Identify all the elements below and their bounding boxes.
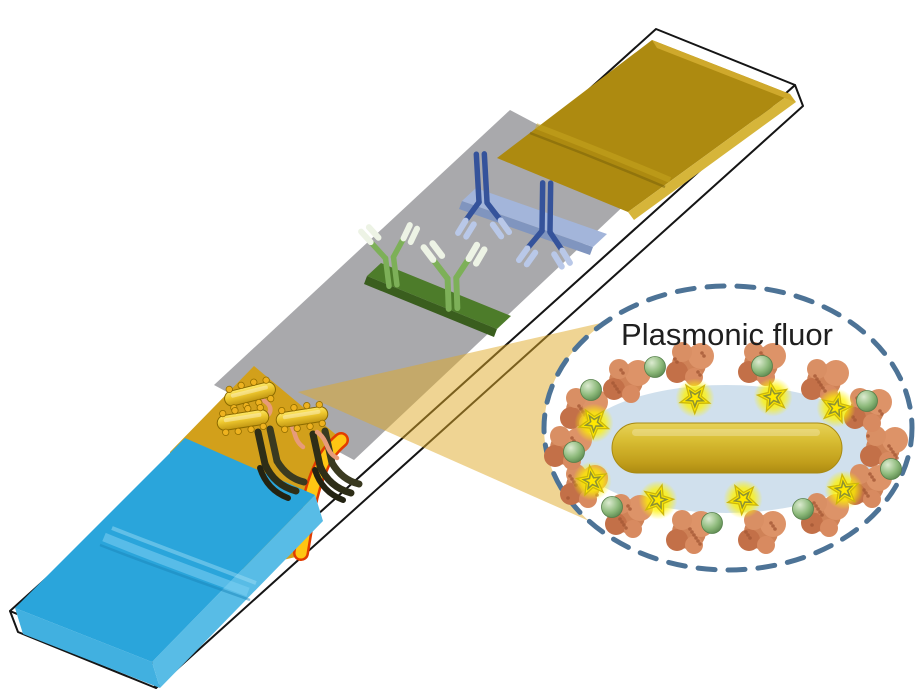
- protein-sphere: [644, 356, 666, 378]
- sample-pad: [15, 438, 323, 688]
- absorbent-pad-fold-shadow: [529, 131, 666, 189]
- corona-blob: [738, 510, 786, 554]
- protein-sphere: [563, 441, 585, 463]
- sample-pad-fold-shadow: [99, 543, 251, 602]
- corona-blob: [666, 342, 714, 386]
- absorbent-pad-near-edge: [628, 94, 796, 220]
- test-line-front: [364, 276, 497, 337]
- absorbent-pad-top: [497, 40, 790, 212]
- detection-conjugates: [214, 373, 363, 503]
- test-line: [360, 224, 511, 337]
- protein-sphere: [856, 390, 878, 412]
- sample-pad-fold-soft: [111, 526, 257, 585]
- nanorod: [611, 422, 843, 474]
- plasmonic-fluor-inset: Plasmonic fluor: [541, 283, 915, 573]
- detection-antibody: [254, 425, 308, 501]
- absorbent-pad-end-edge: [652, 40, 795, 102]
- protein-sphere: [751, 355, 773, 377]
- protein-sphere: [580, 379, 602, 401]
- sample-pad-left-face: [15, 608, 160, 688]
- corona-blob: [603, 359, 651, 403]
- sample-pad-top: [15, 438, 315, 662]
- control-line: [455, 153, 607, 267]
- test-line-top: [367, 263, 511, 329]
- protein-sphere: [701, 512, 723, 534]
- sample-pad-fold-highlight: [102, 532, 250, 597]
- control-line-top: [462, 188, 607, 247]
- protein-sphere: [601, 496, 623, 518]
- inset-label: Plasmonic fluor: [621, 317, 833, 352]
- corona-blob: [666, 510, 714, 554]
- absorbent-pad: [497, 40, 796, 220]
- protein-sphere: [880, 458, 902, 480]
- protein-sphere: [792, 498, 814, 520]
- absorbent-pad-fold-highlight: [534, 123, 672, 183]
